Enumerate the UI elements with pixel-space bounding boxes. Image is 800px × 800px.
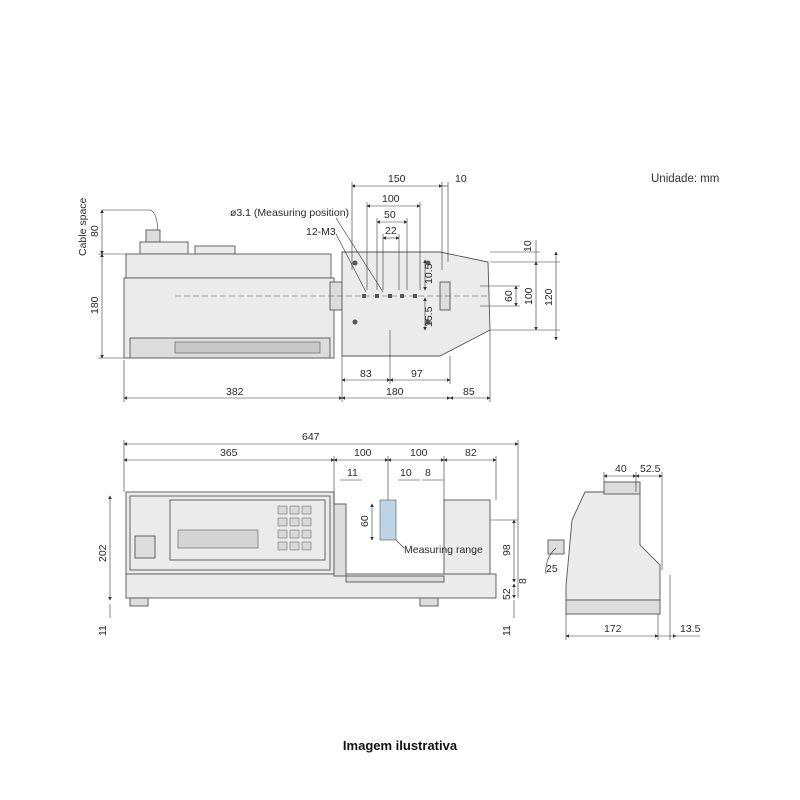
dim-83: 83: [360, 368, 372, 380]
dim-15-5: 15.5: [423, 306, 435, 327]
dim-10-5: 10.5: [423, 263, 435, 284]
dim-100-right: 100: [523, 287, 535, 305]
screw-label: 12-M3: [306, 226, 336, 238]
dim-52-5: 52.5: [640, 463, 661, 475]
dim-8-vertical: 8: [517, 578, 529, 584]
side-top: [603, 481, 641, 495]
foot-right: [419, 597, 439, 607]
side-view: 40 52.5 25 172 13.5: [545, 463, 701, 640]
dim-180-vertical: 180: [89, 296, 101, 314]
dim-40: 40: [615, 463, 627, 475]
top-cover: [125, 253, 332, 279]
side-body: [565, 491, 661, 601]
side-base: [565, 599, 661, 615]
dim-22: 22: [385, 225, 397, 237]
front-view: 647 365 100 100 82 11 10 8 60 Measuring …: [97, 431, 529, 636]
front-receiver: [443, 499, 491, 575]
display-window: [174, 341, 321, 354]
caption: Imagem ilustrativa: [342, 738, 458, 753]
dim-98: 98: [501, 544, 513, 556]
dim-80: 80: [89, 225, 101, 237]
top-connector: [194, 245, 236, 255]
foot-left: [129, 597, 149, 607]
front-display: [177, 529, 259, 549]
dim-60: 60: [503, 290, 515, 302]
top-module: [139, 241, 189, 255]
dim-10-right: 10: [522, 240, 534, 252]
cable-connector: [145, 229, 161, 243]
dim-180-horizontal: 180: [386, 386, 404, 398]
dim-82: 82: [465, 447, 477, 459]
power-switch: [134, 535, 156, 559]
dim-13-5: 13.5: [680, 623, 701, 635]
dim-25: 25: [546, 563, 558, 575]
dim-150: 150: [388, 173, 406, 185]
measuring-range-label: Measuring range: [404, 544, 483, 556]
dim-10: 10: [400, 467, 412, 479]
mount-hole: [352, 319, 358, 325]
dim-60: 60: [359, 515, 371, 527]
dim-120: 120: [543, 288, 555, 306]
dim-647: 647: [302, 431, 320, 443]
dim-100-a: 100: [354, 447, 372, 459]
mount-hole: [352, 260, 358, 266]
dim-100-b: 100: [410, 447, 428, 459]
dim-172: 172: [604, 623, 622, 635]
measuring-position-label: ø3.1 (Measuring position): [230, 207, 349, 219]
cable-space-label: Cable space: [77, 197, 89, 256]
side-knob: [547, 539, 565, 555]
dim-85: 85: [463, 386, 475, 398]
dim-11-right: 11: [501, 625, 513, 636]
dim-8: 8: [425, 467, 431, 479]
unit-label: Unidade: mm: [651, 173, 720, 185]
dim-50: 50: [384, 209, 396, 221]
base-plate: [341, 251, 491, 357]
dim-100: 100: [382, 193, 400, 205]
dim-10: 10: [455, 173, 467, 185]
dim-202: 202: [97, 544, 109, 562]
dim-11: 11: [347, 467, 358, 479]
top-view: 150 10 100 50 22 ø3.1 (Measuring positio…: [77, 173, 560, 402]
keypad: [277, 505, 312, 551]
dim-11-left: 11: [97, 625, 109, 636]
measuring-range-zone: [379, 499, 397, 541]
dim-52: 52: [501, 588, 513, 600]
dim-365: 365: [220, 447, 238, 459]
front-emitter: [333, 503, 347, 577]
front-rail: [345, 575, 445, 583]
dim-97: 97: [411, 368, 423, 380]
dim-382: 382: [226, 386, 244, 398]
